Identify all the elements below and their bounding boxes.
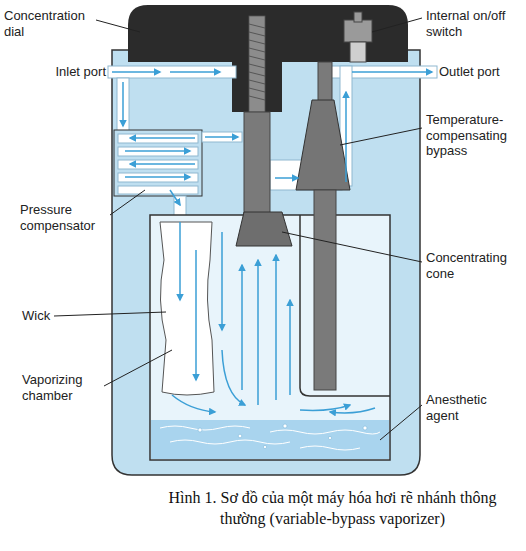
part-label: Inlet port bbox=[20, 64, 106, 80]
leader-lines bbox=[54, 18, 422, 440]
screw-threads bbox=[249, 24, 265, 100]
part-label: Temperature-compensating bypass bbox=[426, 112, 522, 159]
figure-caption: Hình 1. Sơ đồ của một máy hóa hơi rẽ nhá… bbox=[160, 488, 505, 530]
anesthetic-liquid bbox=[151, 420, 389, 459]
pressure-compensator bbox=[114, 130, 202, 218]
bypass-rod bbox=[314, 190, 336, 390]
part-label: Outlet port bbox=[439, 64, 523, 80]
part-label: Pressure compensator bbox=[20, 202, 110, 233]
part-label: Concentrating cone bbox=[426, 250, 518, 281]
vaporizing-chamber bbox=[150, 215, 390, 460]
inlet-channel bbox=[117, 78, 129, 132]
part-label: Concentration dial bbox=[4, 8, 96, 39]
inlet-pipe bbox=[108, 66, 236, 78]
part-label: Anesthetic agent bbox=[426, 392, 506, 423]
concentrating-cone bbox=[236, 212, 292, 246]
part-label: Internal on/off switch bbox=[426, 8, 516, 39]
liquid-waves bbox=[160, 426, 380, 450]
part-label: Wick bbox=[22, 308, 82, 324]
part-label: Vaporizing chamber bbox=[22, 372, 104, 403]
canister-body bbox=[112, 50, 420, 475]
vapor-bubbles bbox=[198, 424, 367, 449]
wick bbox=[160, 222, 214, 395]
flow-arrows bbox=[112, 72, 432, 413]
dial-screw bbox=[249, 16, 265, 112]
top-cap bbox=[128, 5, 408, 62]
bypass-rod bbox=[318, 62, 332, 102]
dial-stem bbox=[244, 112, 270, 220]
bypass-channel bbox=[202, 132, 242, 142]
onoff-switch bbox=[344, 12, 372, 62]
